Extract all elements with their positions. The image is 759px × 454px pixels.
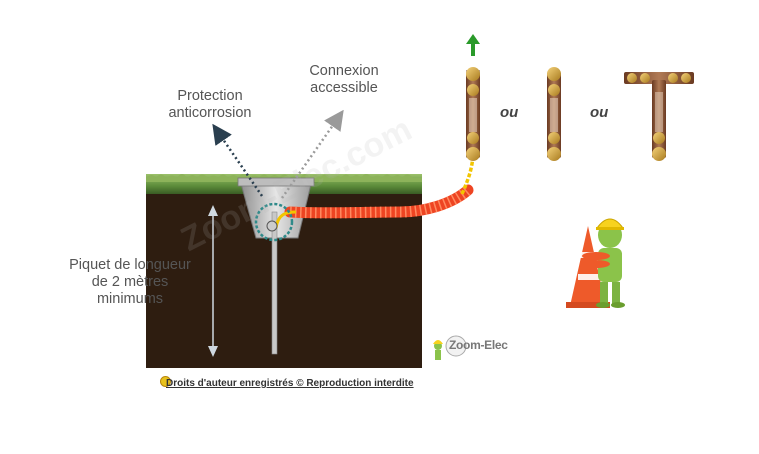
connexion-line-1: Connexion [309,63,379,79]
connexion-arrow [280,109,344,199]
caption-text: Droits d'auteur enregistrés © Reproducti… [166,378,414,389]
brand-logo-icon [433,335,467,360]
up-arrow-icon [466,34,480,56]
piquet-label: Piquet de longueur de 2 mètres minimums [52,257,208,308]
earth-bar-icon [466,67,480,161]
protection-line-2: anticorrosion [168,105,252,121]
connexion-line-2: accessible [310,80,378,96]
ground-rod [271,211,278,355]
piquet-line-2: de 2 mètres [91,274,169,290]
worker-with-cones-icon [566,218,625,308]
ou-separator-1: ou [500,104,519,121]
copyright-caption[interactable]: Droits d'auteur enregistrés © Reproducti… [160,376,414,389]
piquet-line-1: Piquet de longueur [69,257,191,273]
earth-bar-icon [624,72,694,161]
earth-bar-icon [547,67,561,161]
brand-name: Zoom-Elec [449,338,508,352]
ou-separator-2: ou [590,104,609,121]
connection-highlight [254,202,294,242]
caption-dot-icon [160,376,171,387]
connexion-label: Connexion accessible [288,63,400,97]
protection-label: Protection anticorrosion [150,88,270,122]
protection-line-1: Protection [177,88,243,104]
piquet-line-3: minimums [96,291,164,307]
